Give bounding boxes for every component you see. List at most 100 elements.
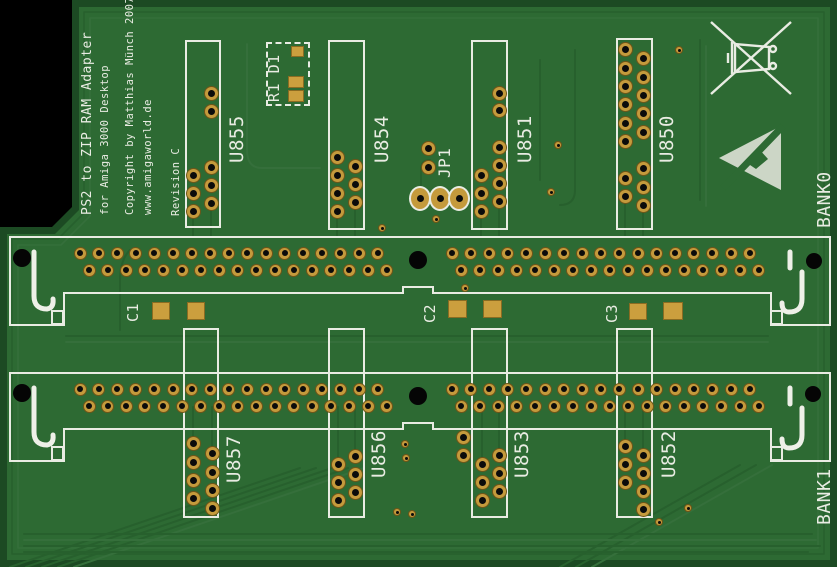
simm-pad [705, 246, 719, 260]
ic-pad [347, 448, 363, 464]
drill-hole [639, 469, 647, 477]
ic-pad [420, 159, 436, 175]
simm-pad [92, 382, 106, 396]
simm-pad [129, 382, 143, 396]
drill-hole [635, 386, 641, 392]
drill-hole [495, 451, 503, 459]
jumper-pad [409, 186, 431, 211]
drill-hole [653, 386, 660, 392]
drill-hole [404, 456, 408, 460]
drill-hole [253, 403, 260, 409]
drill-hole [458, 403, 464, 409]
drill-hole [309, 403, 316, 409]
ic-pad [617, 170, 633, 186]
ic-pad [329, 167, 345, 183]
via [432, 215, 440, 223]
drill-hole [513, 403, 520, 409]
label-bank1: BANK1 [814, 468, 835, 525]
drill-hole [189, 207, 197, 215]
simm-pad [166, 246, 180, 260]
drill-hole [208, 468, 216, 476]
drill-holes [13, 249, 822, 405]
ic-pad [329, 149, 345, 165]
simm-pad [640, 399, 654, 413]
drill-hole [621, 100, 629, 108]
simm-pad [594, 246, 608, 260]
bank0-left-notch [51, 310, 64, 325]
drill-hole [644, 403, 650, 409]
simm-pad [668, 246, 682, 260]
drill-hole [639, 128, 647, 136]
simm-pad [566, 399, 580, 413]
drill-hole [225, 386, 232, 392]
drill-hole [718, 267, 725, 273]
simm-latch-clips [31, 249, 805, 451]
simm-pad [510, 399, 524, 413]
ic-pad [491, 102, 507, 118]
drill-hole [621, 442, 629, 450]
ic-pad [185, 185, 201, 201]
ic-pad [491, 193, 507, 209]
smd-pad-c2 [448, 300, 467, 318]
simm-pad [194, 263, 208, 277]
smd-pad-r1 [288, 76, 304, 88]
drill-hole [621, 45, 629, 53]
ic-pad [347, 194, 363, 210]
ic-pad [617, 96, 633, 112]
drill-hole [459, 451, 467, 459]
drill-hole [672, 386, 679, 392]
board-subtitle: for Amiga 3000 Desktop [99, 64, 111, 215]
simm-pad [82, 263, 96, 277]
drill-hole [495, 487, 503, 495]
simm-pad [584, 263, 598, 277]
drill-hole [253, 267, 260, 273]
drill-hole [477, 171, 485, 179]
simm-pad [612, 382, 626, 396]
drill-hole [141, 267, 148, 273]
drill-hole [467, 250, 474, 256]
simm-pad [138, 399, 152, 413]
drill-hole [657, 520, 661, 524]
simm-pad [631, 382, 645, 396]
via [401, 440, 409, 448]
drill-hole [621, 460, 629, 468]
ic-pad [185, 435, 201, 451]
drill-hole [699, 403, 706, 409]
esd-protection-warning-icon [719, 123, 786, 191]
via [378, 224, 386, 232]
simm-pad [696, 399, 710, 413]
drill-hole [728, 250, 734, 256]
drill-hole [672, 250, 679, 256]
drill-hole [436, 195, 444, 202]
drill-hole [455, 195, 463, 202]
drill-hole [207, 107, 215, 115]
ic-pad [455, 447, 471, 463]
drill-hole [208, 486, 216, 494]
drill-hole [551, 403, 557, 409]
simm-pad [482, 382, 496, 396]
drill-hole [272, 267, 278, 273]
label-U850: U850 [656, 115, 678, 163]
simm-pad [743, 382, 757, 396]
simm-pad [110, 246, 124, 260]
simm-pad [231, 399, 245, 413]
simm-pad [677, 263, 691, 277]
drill-hole [77, 386, 83, 392]
footprint-R1-D1 [266, 42, 310, 106]
footprint-U851 [471, 40, 508, 230]
weee-crossed-out-bin-icon [710, 21, 792, 95]
drill-hole [300, 250, 307, 256]
drill-hole [365, 267, 371, 273]
ic-pad [347, 158, 363, 174]
footprint-U852 [616, 328, 653, 518]
simm-pad [333, 246, 347, 260]
ic-pad [420, 140, 436, 156]
simm-pad [361, 263, 375, 277]
drill-hole [334, 460, 342, 468]
simm-pad [296, 246, 310, 260]
simm-pad [101, 399, 115, 413]
board-title: PS2 to ZIP RAM Adapter [80, 31, 95, 215]
via [554, 141, 562, 149]
drill-hole [333, 207, 341, 215]
ic-pad [347, 466, 363, 482]
